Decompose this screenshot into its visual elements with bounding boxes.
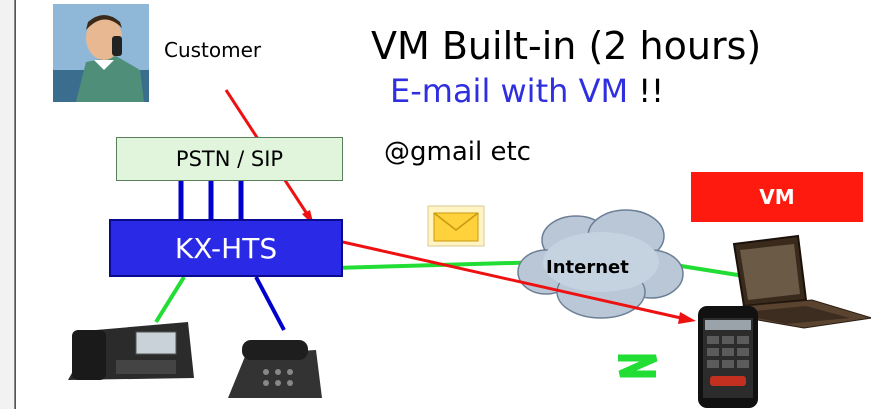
subtitle-main: E-mail with VM	[390, 72, 629, 110]
slide: VM Built-in (2 hours) E-mail with VM !! …	[15, 0, 871, 409]
link-kx-to-deskphone-2	[254, 276, 286, 331]
slide-subtitle: E-mail with VM !!	[390, 72, 664, 110]
link-kx-to-deskphone-1	[154, 275, 186, 324]
envelope-icon	[427, 205, 485, 247]
internet-label: Internet	[546, 257, 629, 278]
kx-hts-label: KX-HTS	[174, 231, 278, 265]
email-note: @gmail etc	[384, 137, 531, 167]
pstn-sip-box: PSTN / SIP	[116, 137, 343, 181]
vm-box: VM	[691, 172, 863, 222]
smartphone-icon	[698, 306, 758, 408]
cloud-icon	[517, 209, 684, 319]
arrow-kx-to-phone	[315, 234, 682, 320]
slide-title: VM Built-in (2 hours)	[371, 24, 762, 68]
customer-photo-icon	[53, 4, 149, 102]
diagram-canvas	[53, 4, 871, 408]
kx-hts-box: KX-HTS	[109, 219, 343, 277]
notification-mark-icon	[618, 354, 658, 378]
left-panel-strip	[0, 0, 15, 409]
desk-phone-icon	[68, 322, 194, 380]
pstn-sip-label: PSTN / SIP	[175, 147, 284, 171]
desk-phone-2-icon	[228, 340, 322, 398]
arrow-head-2	[678, 312, 696, 324]
customer-label: Customer	[164, 38, 262, 62]
vm-label: VM	[759, 185, 795, 209]
subtitle-bang: !!	[638, 72, 664, 110]
